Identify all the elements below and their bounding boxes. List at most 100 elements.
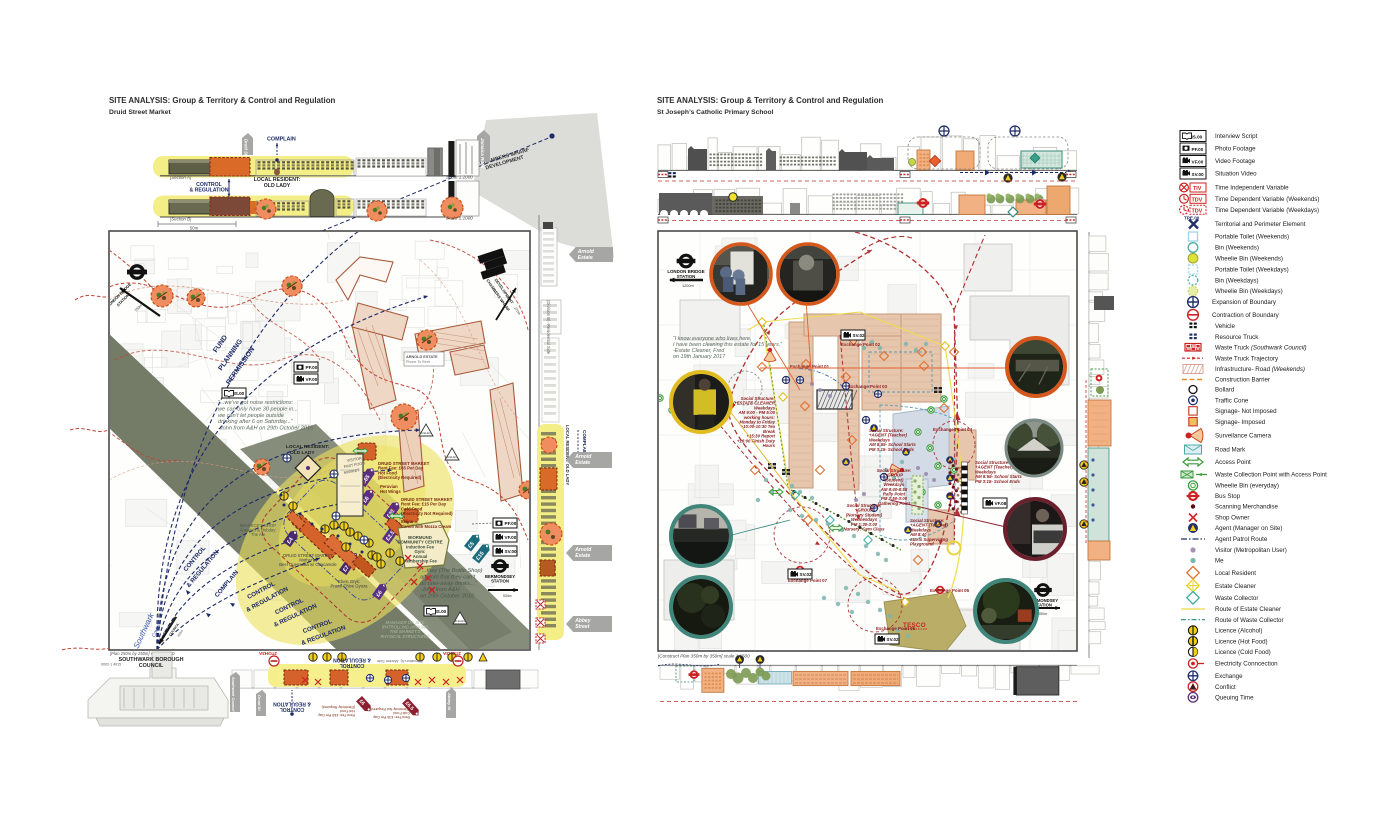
svg-text:3TOH3A: 3TOH3A bbox=[258, 651, 277, 656]
svg-text:I have been cleaning this esta: I have been cleaning this estate for 15 … bbox=[673, 342, 782, 348]
svg-text:£4: £4 bbox=[286, 536, 295, 545]
svg-text:350m: 350m bbox=[1038, 612, 1047, 616]
svg-text:Licence (Hot Food): Licence (Hot Food) bbox=[1215, 638, 1268, 645]
svg-text:Time Dependent Variable (Weeke: Time Dependent Variable (Weekends) bbox=[1215, 196, 1319, 203]
svg-text:AM 8:40: AM 8:40 bbox=[909, 532, 927, 537]
svg-text:Traffic Cone: Traffic Cone bbox=[1215, 398, 1249, 405]
svg-text:Visitor (Metropolitan User): Visitor (Metropolitan User) bbox=[1215, 547, 1287, 554]
svg-text:Bin (Weekdays): Bin (Weekdays) bbox=[1215, 277, 1259, 284]
svg-text:CONTROL: CONTROL bbox=[196, 182, 222, 188]
svg-text:PHYSICAL STRUCTURE): PHYSICAL STRUCTURE) bbox=[380, 634, 430, 639]
svg-text:Social Structure:: Social Structure: bbox=[869, 428, 904, 433]
svg-text:+ESTATE CLEANER: +ESTATE CLEANER bbox=[734, 401, 776, 406]
svg-text:750m: 750m bbox=[134, 304, 143, 313]
svg-text:Access Point: Access Point bbox=[1215, 459, 1251, 466]
svg-text:Starts Supervising: Starts Supervising bbox=[910, 537, 948, 542]
svg-text:AM 8:55- School Starts: AM 8:55- School Starts bbox=[974, 474, 1022, 479]
svg-text:Arnold: Arnold bbox=[574, 547, 592, 553]
svg-text:we can only have 30 people in.: we can only have 30 people in... bbox=[218, 406, 298, 412]
svg-text:do take-away drinks...”: do take-away drinks...” bbox=[420, 581, 477, 587]
svg-text:MAURICE’S SHOP: MAURICE’S SHOP bbox=[240, 523, 276, 528]
svg-text:(Elevation A) -Market Side: (Elevation A) -Market Side bbox=[376, 659, 423, 664]
svg-text:Signage- Imposed: Signage- Imposed bbox=[1215, 419, 1266, 426]
svg-text:Video Footage: Video Footage bbox=[1215, 158, 1256, 165]
svg-text:Route of Waste Collector: Route of Waste Collector bbox=[1215, 617, 1284, 624]
svg-text:TDV: TDV bbox=[1192, 197, 1203, 203]
svg-text:Abbey: Abbey bbox=[574, 618, 591, 624]
svg-text:+AGENT (Teacher): +AGENT (Teacher) bbox=[910, 523, 948, 528]
svg-text:PM 3:15- School Ends: PM 3:15- School Ends bbox=[975, 479, 1020, 484]
svg-text:-Estate Cleaner, Fred: -Estate Cleaner, Fred bbox=[673, 348, 725, 354]
svg-text:VISITOR: VISITOR bbox=[346, 456, 362, 463]
svg-text:£6: £6 bbox=[375, 590, 383, 599]
svg-text:The Ale: The Ale bbox=[251, 532, 266, 537]
svg-text:SV.00: SV.00 bbox=[505, 549, 518, 554]
svg-text:St Joseph’s Catholic Primary S: St Joseph’s Catholic Primary School bbox=[657, 109, 774, 116]
svg-text:Time Dependent Variable (Weekd: Time Dependent Variable (Weekdays) bbox=[1215, 207, 1319, 214]
svg-text:Agent Patrol Route: Agent Patrol Route bbox=[1215, 536, 1268, 543]
svg-text:Exchange Point 07: Exchange Point 07 bbox=[788, 578, 828, 583]
svg-text:Territorial and Perimeter Elem: Territorial and Perimeter Element bbox=[1215, 221, 1306, 228]
svg-text:Anspach & Hobday:: Anspach & Hobday: bbox=[239, 528, 276, 533]
svg-text:IS.00: IS.00 bbox=[234, 391, 245, 396]
svg-text:270m: 270m bbox=[513, 306, 521, 315]
svg-text:Exchange: Exchange bbox=[1215, 673, 1243, 680]
svg-text:Conflict: Conflict bbox=[1215, 684, 1236, 691]
svg-text:Situation Video: Situation Video bbox=[1215, 171, 1257, 178]
svg-text:TESCO: TESCO bbox=[903, 622, 926, 629]
svg-text:A ELEV: A ELEV bbox=[447, 455, 457, 459]
svg-text:Shop Owner: Shop Owner bbox=[1215, 515, 1249, 522]
svg-text:Portable Toilet (Weekdays): Portable Toilet (Weekdays) bbox=[1215, 267, 1289, 274]
svg-text:working hours:: working hours: bbox=[744, 415, 776, 420]
svg-text:(Electricity Required): (Electricity Required) bbox=[322, 705, 355, 709]
svg-text:BERMONDSEY: BERMONDSEY bbox=[1028, 598, 1058, 603]
svg-text:Electricity Conncection: Electricity Conncection bbox=[1215, 661, 1278, 668]
svg-text:Playground: Playground bbox=[910, 542, 934, 547]
svg-text:Scale 1:1000: Scale 1:1000 bbox=[446, 216, 473, 221]
svg-text:Druid St: Druid St bbox=[244, 139, 249, 156]
svg-text:Social Structure:: Social Structure: bbox=[847, 503, 882, 508]
svg-text:Wednesdays: Wednesdays bbox=[851, 517, 878, 522]
svg-text:Social Structure:: Social Structure: bbox=[975, 460, 1010, 465]
svg-text:on 19th January 2017: on 19th January 2017 bbox=[673, 354, 726, 360]
svg-text:Weekdays: Weekdays bbox=[754, 405, 776, 410]
svg-text:LONDON BRIDGE: LONDON BRIDGE bbox=[667, 269, 704, 274]
svg-text:OLD LADY: OLD LADY bbox=[290, 450, 315, 456]
svg-text:MARKET: MARKET bbox=[343, 468, 360, 475]
svg-text:PM 2:50-3:00: PM 2:50-3:00 bbox=[881, 496, 908, 501]
svg-text:Wheelie Bin (Weekdays): Wheelie Bin (Weekdays) bbox=[1215, 288, 1283, 295]
svg-text:Membership Fee: Membership Fee bbox=[403, 559, 438, 564]
svg-text:Peruvian: Peruvian bbox=[380, 484, 398, 489]
svg-text:Hot Food: Hot Food bbox=[340, 709, 355, 713]
svg-text:+AGENT (Teacher): +AGENT (Teacher) bbox=[975, 465, 1013, 470]
svg-text:SV.02: SV.02 bbox=[800, 572, 813, 577]
svg-text:VF.00: VF.00 bbox=[1192, 160, 1204, 165]
svg-text:SITE ANALYSIS: Group & Territo: SITE ANALYSIS: Group & Territory & Contr… bbox=[109, 96, 336, 105]
svg-text:VF.08: VF.08 bbox=[995, 501, 1007, 506]
svg-text:Resource Truck: Resource Truck bbox=[1215, 334, 1259, 341]
svg-text:THE MARKET’S: THE MARKET’S bbox=[390, 629, 421, 634]
svg-text:[Section B]: [Section B] bbox=[169, 217, 192, 222]
svg-text:Hot Wings: Hot Wings bbox=[380, 489, 401, 494]
svg-text:[Plan 250m by 250m] scale 1:20: [Plan 250m by 250m] scale 1:2000 bbox=[109, 651, 175, 656]
svg-text:“I know everyone who lives her: “I know everyone who lives here, bbox=[673, 336, 752, 342]
svg-text:Waste Truck (Southwark Council: Waste Truck (Southwark Council) bbox=[1215, 345, 1307, 352]
svg-text:Nursery: Gym Class: Nursery: Gym Class bbox=[843, 527, 885, 532]
svg-text:Licence (Alcohol): Licence (Alcohol) bbox=[1215, 628, 1262, 635]
svg-text:+16:00 Finish Duty: +16:00 Finish Duty bbox=[737, 438, 776, 443]
svg-text:50m: 50m bbox=[190, 226, 199, 231]
svg-text:Estate: Estate bbox=[575, 553, 590, 559]
svg-text:SV.00: SV.00 bbox=[1192, 172, 1205, 177]
svg-text:Jamaica Road: Jamaica Road bbox=[480, 138, 485, 169]
svg-text:Local Resident: Local Resident bbox=[1215, 570, 1256, 577]
svg-text:Weekdays: Weekdays bbox=[910, 527, 932, 532]
svg-text:Bus Stop: Bus Stop bbox=[1215, 493, 1241, 500]
svg-text:Cold Food: Cold Food bbox=[401, 506, 423, 511]
svg-text:Portable Toilet (Weekends): Portable Toilet (Weekends) bbox=[1215, 234, 1289, 241]
svg-text:CONTROL: CONTROL bbox=[340, 662, 365, 668]
svg-text:we can’t let people outside: we can’t let people outside bbox=[218, 413, 284, 419]
svg-text:Surveilance Camera: Surveilance Camera bbox=[1215, 433, 1272, 440]
svg-text:Hours: Hours bbox=[763, 443, 776, 448]
svg-text:& REGULATION: & REGULATION bbox=[189, 188, 228, 194]
svg-text:“...we’ve got noise restrictio: “...we’ve got noise restrictions: bbox=[218, 400, 294, 406]
